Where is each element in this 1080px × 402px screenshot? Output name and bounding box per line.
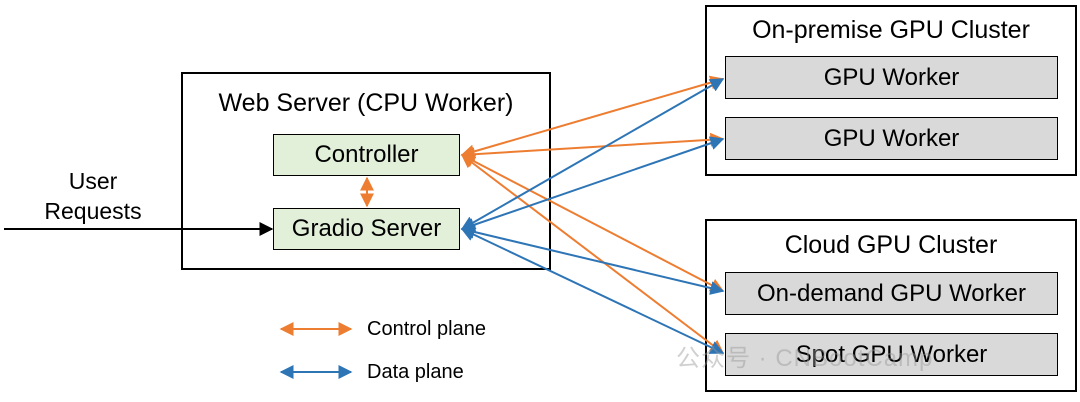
controller-box: Controller	[273, 134, 460, 176]
control-arrow-gpu-worker-1	[460, 75, 725, 159]
data-arrow-gpu-worker-1	[460, 78, 725, 230]
legend-data-label: Data plane	[367, 361, 464, 383]
onprem-cluster-title: On-premise GPU Cluster	[752, 16, 1030, 44]
data-arrow-ondemand-worker	[460, 225, 725, 295]
cloud-spot-worker-label: Spot GPU Worker	[795, 340, 988, 368]
gradio-server-label: Gradio Server	[291, 215, 442, 242]
cloud-ondemand-worker: On-demand GPU Worker	[725, 272, 1058, 315]
onprem-gpu-worker-1: GPU Worker	[725, 56, 1058, 99]
onprem-gpu-worker-1-label: GPU Worker	[823, 63, 960, 91]
user-requests-line1: User	[68, 168, 118, 194]
user-requests-line2: Requests	[44, 198, 142, 224]
onprem-gpu-worker-2-label: GPU Worker	[823, 124, 960, 152]
data-arrow-gpu-worker-2	[460, 136, 725, 232]
cloud-spot-worker: Spot GPU Worker	[725, 333, 1058, 376]
cloud-cluster-title: Cloud GPU Cluster	[784, 231, 998, 259]
control-arrow-ondemand-worker	[460, 154, 725, 292]
data-arrow-spot-worker	[460, 228, 725, 354]
controller-label: Controller	[314, 141, 419, 168]
gradio-server-box: Gradio Server	[273, 208, 460, 250]
cloud-ondemand-worker-label: On-demand GPU Worker	[757, 279, 1026, 307]
user-requests-text: User Requests	[28, 166, 158, 226]
watermark: 公众号 · CNBootCamp	[676, 345, 934, 372]
onprem-gpu-worker-2: GPU Worker	[725, 117, 1058, 160]
legend-control-label: Control plane	[367, 318, 486, 340]
